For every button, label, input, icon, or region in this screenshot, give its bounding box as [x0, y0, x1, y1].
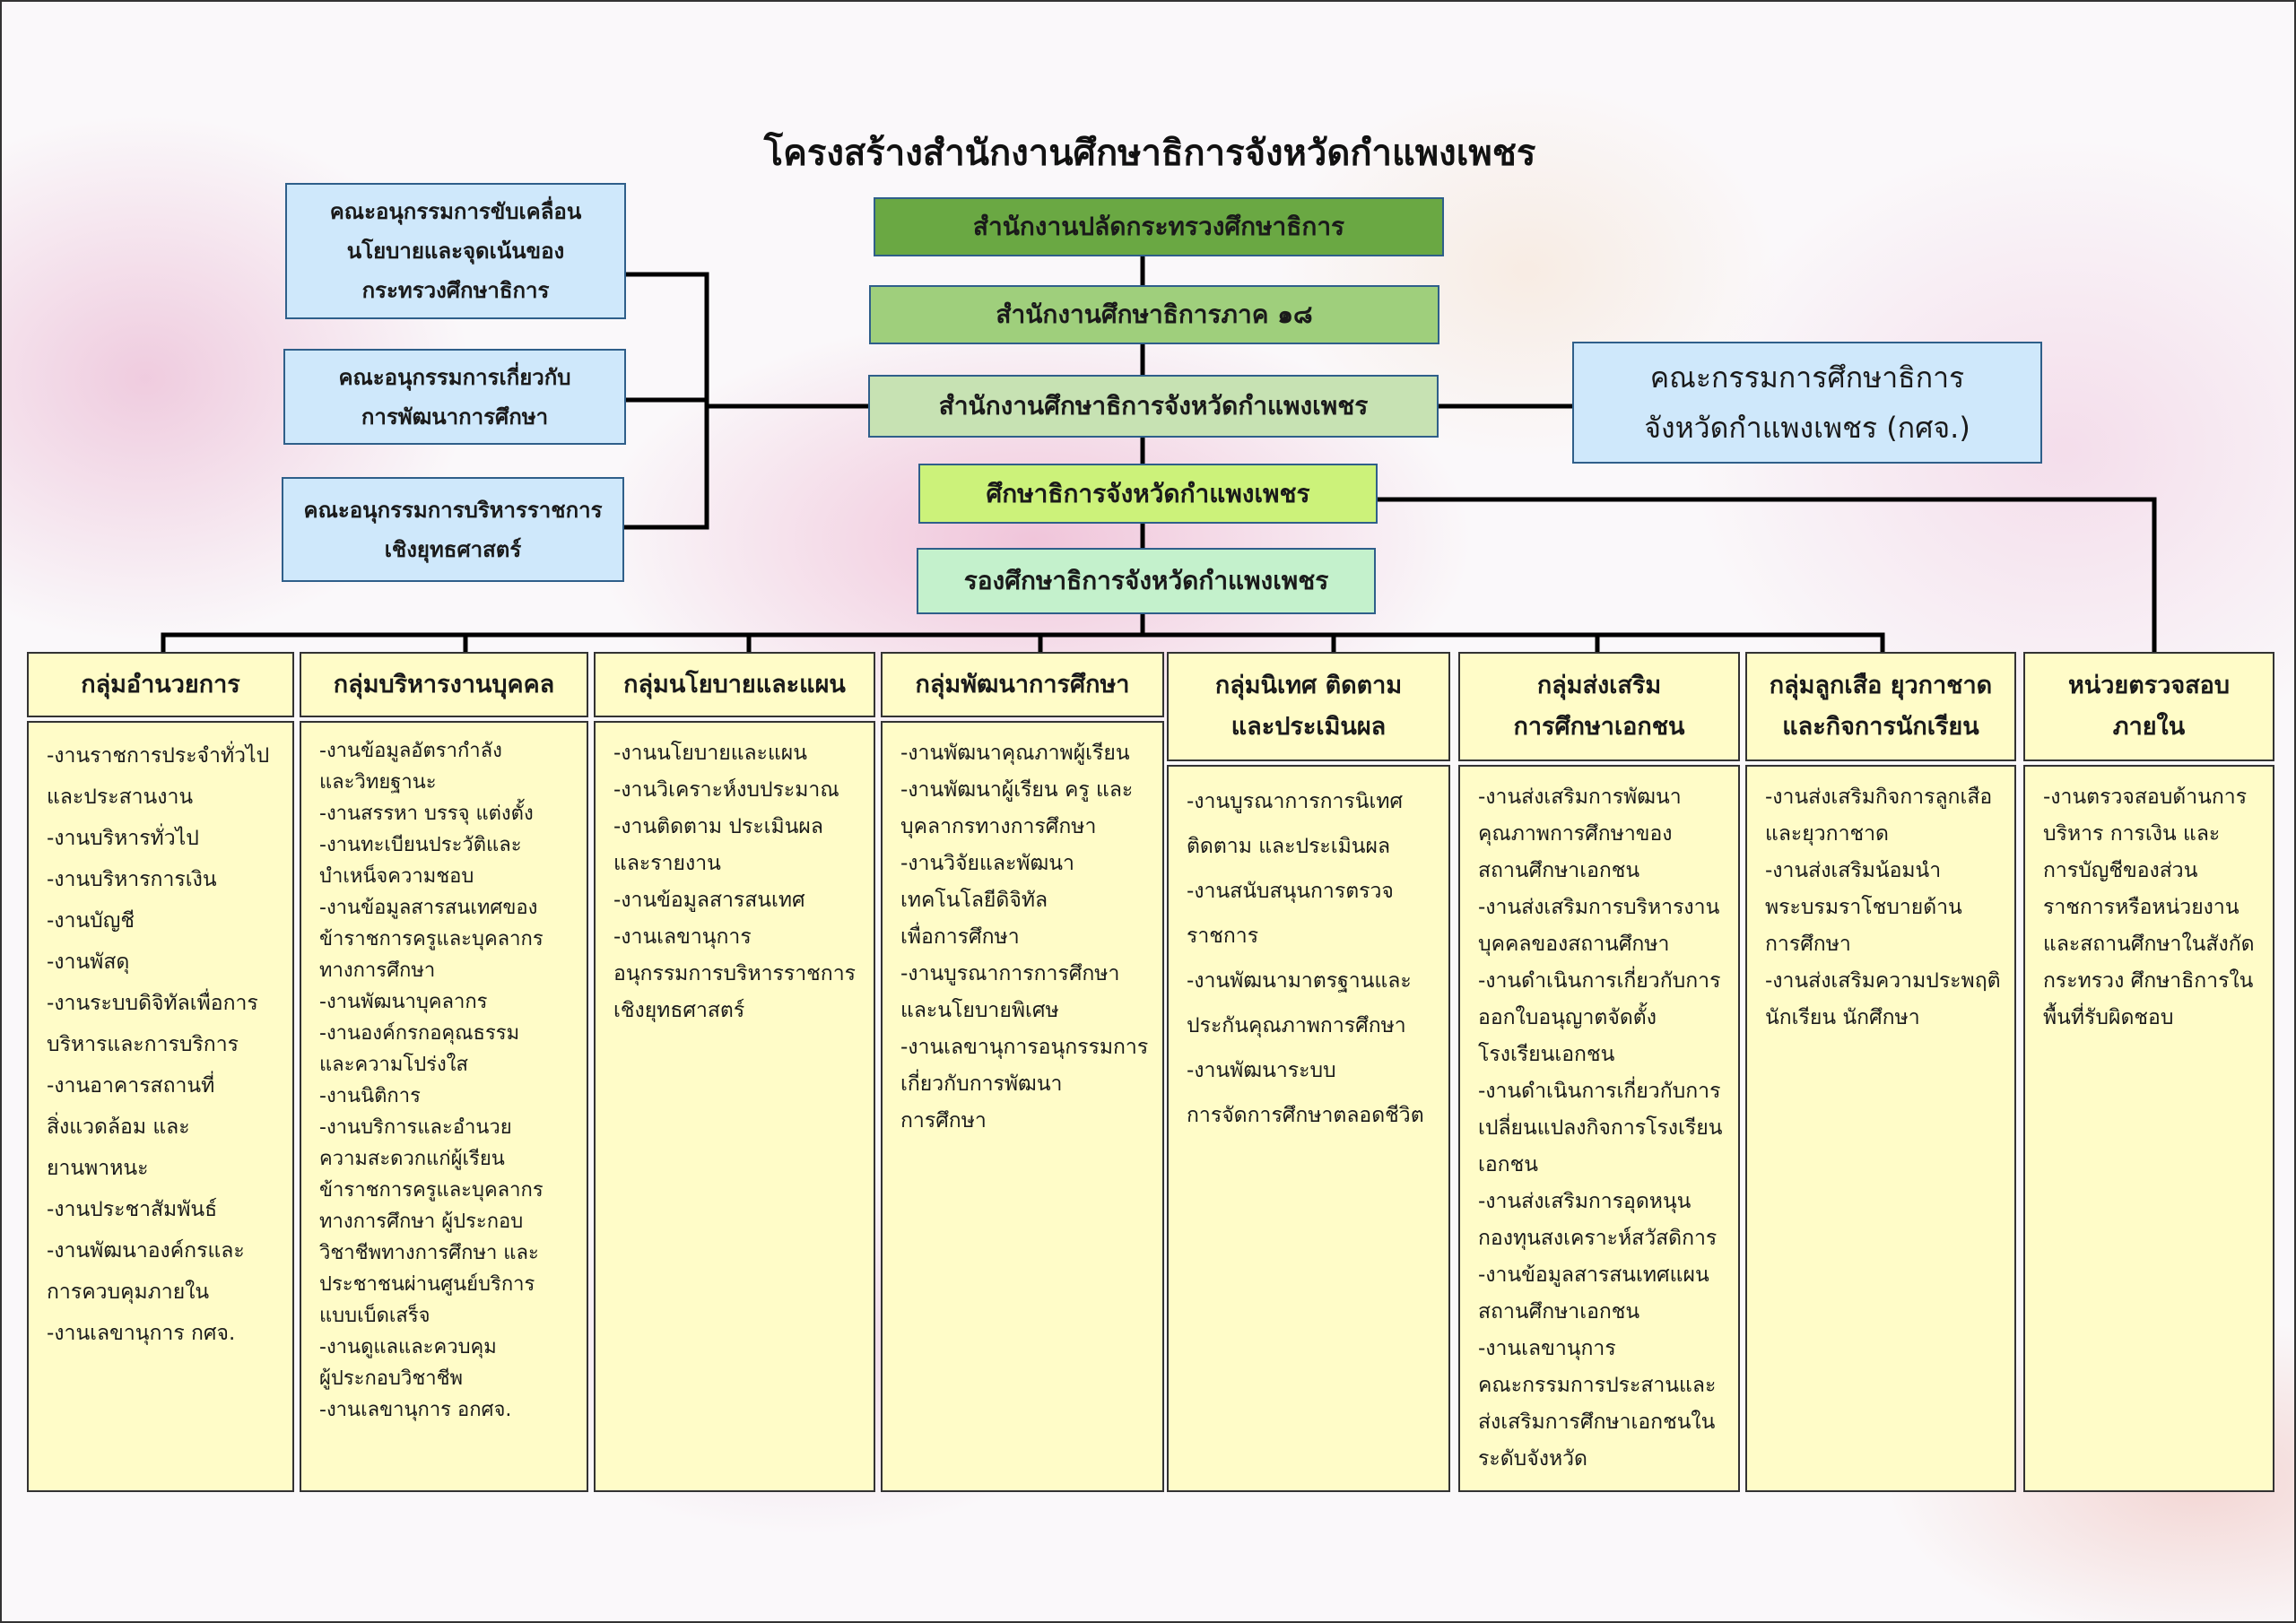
group-header-supervision: กลุ่มนิเทศ ติดตาม และประเมินผล [1167, 652, 1450, 761]
group-duties-internal-audit: -งานตรวจสอบด้านการ บริหาร การเงิน และ กา… [2023, 765, 2274, 1492]
group-duties-education-development: -งานพัฒนาคุณภาพผู้เรียน -งานพัฒนาผู้เรีย… [881, 721, 1164, 1492]
group-duties-private-education: -งานส่งเสริมการพัฒนา คุณภาพการศึกษาของ ส… [1458, 765, 1740, 1492]
provincial-education-officer-box: ศึกษาธิการจังหวัดกำแพงเพชร [918, 464, 1378, 524]
group-duties-administration: -งานราชการประจำทั่วไป และประสานงาน -งานบ… [27, 721, 294, 1492]
provincial-education-board-box: คณะกรรมการศึกษาธิการ จังหวัดกำแพงเพชร (ก… [1572, 342, 2042, 464]
group-header-scouts-student-affairs: กลุ่มลูกเสือ ยุวกาชาด และกิจการนักเรียน [1745, 652, 2016, 761]
office-permanent-secretary-box: สำนักงานปลัดกระทรวงศึกษาธิการ [874, 197, 1444, 256]
committee-policy-box: คณะอนุกรรมการขับเคลื่อน นโยบายและจุดเน้น… [285, 183, 626, 319]
group-duties-policy-plan: -งานนโยบายและแผน -งานวิเคราะห์งบประมาณ -… [594, 721, 875, 1492]
group-header-policy-plan: กลุ่มนโยบายและแผน [594, 652, 875, 717]
group-header-private-education: กลุ่มส่งเสริม การศึกษาเอกชน [1458, 652, 1740, 761]
group-header-education-development: กลุ่มพัฒนาการศึกษา [881, 652, 1164, 717]
deputy-provincial-education-officer-box: รองศึกษาธิการจังหวัดกำแพงเพชร [917, 548, 1376, 614]
group-header-personnel: กลุ่มบริหารงานบุคคล [300, 652, 588, 717]
committee-strategic-administration-box: คณะอนุกรรมการบริหารราชการ เชิงยุทธศาสตร์ [282, 477, 624, 582]
group-header-administration: กลุ่มอำนวยการ [27, 652, 294, 717]
committee-education-development-box: คณะอนุกรรมการเกี่ยวกับ การพัฒนาการศึกษา [283, 349, 626, 445]
group-duties-supervision: -งานบูรณาการการนิเทศ ติดตาม และประเมินผล… [1167, 765, 1450, 1492]
provincial-education-office-box: สำนักงานศึกษาธิการจังหวัดกำแพงเพชร [868, 375, 1439, 438]
group-header-internal-audit: หน่วยตรวจสอบ ภายใน [2023, 652, 2274, 761]
group-duties-scouts-student-affairs: -งานส่งเสริมกิจการลูกเสือ และยุวกาชาด -ง… [1745, 765, 2016, 1492]
page-title: โครงสร้างสำนักงานศึกษาธิการจังหวัดกำแพงเ… [763, 133, 1536, 174]
group-duties-personnel: -งานข้อมูลอัตรากำลัง และวิทยฐานะ -งานสรร… [300, 721, 588, 1492]
regional-education-office-box: สำนักงานศึกษาธิการภาค ๑๘ [869, 285, 1439, 344]
